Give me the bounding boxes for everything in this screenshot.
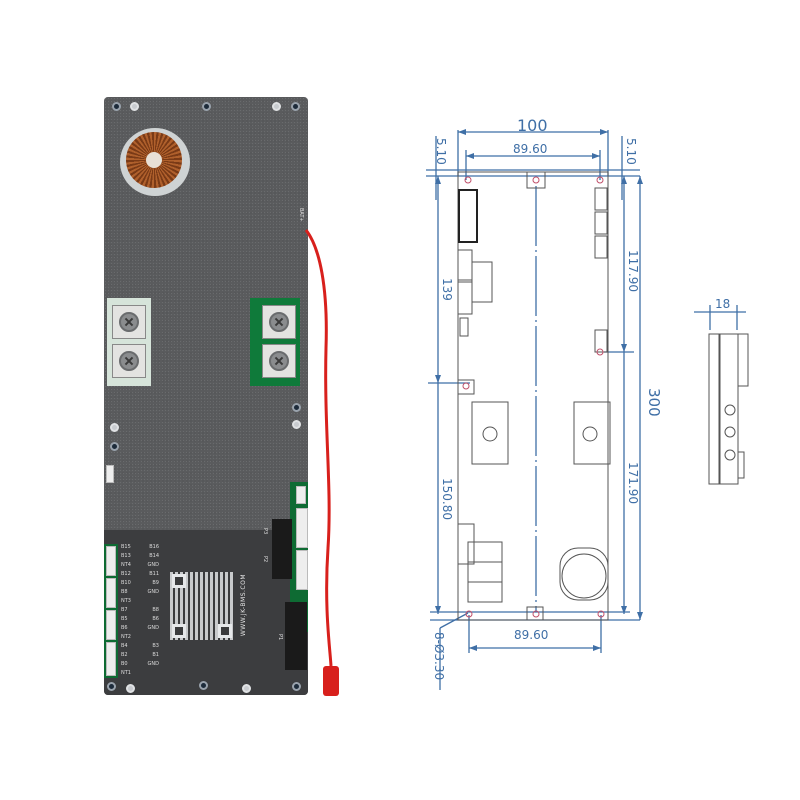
dim-left-upper: 139 — [440, 278, 454, 301]
connector-p3 — [296, 508, 308, 548]
screw-head — [272, 102, 281, 111]
balance-connector-1 — [106, 642, 116, 676]
mount-hole — [292, 403, 301, 412]
red-connector-plug — [323, 666, 339, 696]
mount-hole — [202, 102, 211, 111]
screw-head — [130, 102, 139, 111]
balance-connector-2 — [106, 610, 116, 640]
screw-icon — [269, 312, 289, 332]
screw-icon — [269, 351, 289, 371]
dim-left-lower: 150.80 — [440, 478, 454, 520]
qr-finder — [172, 574, 186, 588]
mount-hole — [292, 682, 301, 691]
p2-label: P2 — [262, 556, 268, 563]
dim-height-total: 300 — [645, 388, 663, 417]
balance-connector-4 — [106, 546, 116, 576]
dim-edge-left: 5.10 — [434, 138, 448, 165]
dim-thickness: 18 — [715, 297, 731, 311]
mount-hole — [110, 442, 119, 451]
screw-icon — [119, 312, 139, 332]
screw-head — [292, 420, 301, 429]
dim-hole-spacing-bottom: 89.60 — [514, 628, 549, 642]
screw-icon — [119, 351, 139, 371]
qr-finder — [218, 624, 232, 638]
header-block — [272, 519, 292, 579]
dim-edge-right: 5.10 — [624, 138, 638, 165]
toroid-core-hole — [146, 152, 162, 168]
connector-p2 — [296, 550, 308, 590]
balance-connector-3 — [106, 578, 116, 608]
qr-finder — [172, 624, 186, 638]
screw-head — [110, 423, 119, 432]
dim-mount-holes: 8-Ø3.30 — [432, 632, 446, 681]
display-connector — [296, 486, 306, 504]
p1-label: P1 — [277, 634, 283, 641]
mount-hole — [112, 102, 121, 111]
dim-hole-spacing-top: 89.60 — [513, 142, 548, 156]
mount-hole — [107, 682, 116, 691]
dim-right-lower: 171.90 — [626, 462, 640, 504]
bat-plus-label: BAT+ — [298, 208, 304, 222]
screw-head — [242, 684, 251, 693]
mount-hole — [291, 102, 300, 111]
dim-width-total: 100 — [517, 116, 548, 135]
screw-head — [126, 684, 135, 693]
bat-plus-wire — [304, 229, 333, 667]
dim-right-upper: 117.90 — [626, 250, 640, 292]
temp-sensor-connector — [106, 465, 114, 483]
mount-hole — [199, 681, 208, 690]
terminal-p-minus-1 — [262, 305, 296, 339]
header-p1 — [285, 602, 307, 670]
p3-label: P3 — [262, 528, 268, 535]
